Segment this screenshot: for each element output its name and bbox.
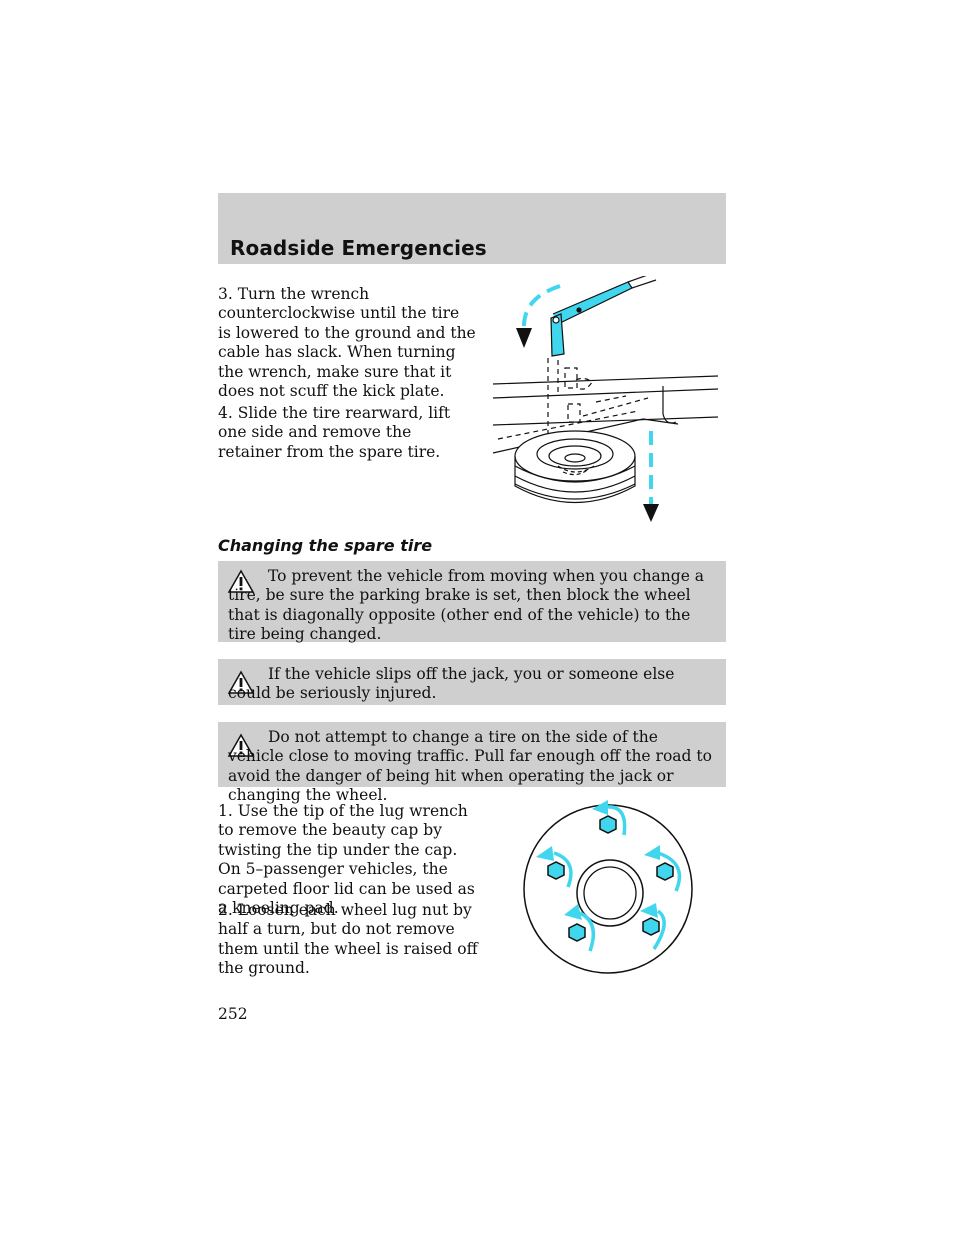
warning-text-3: Do not attempt to change a tire on the s… [228,728,712,805]
page-number: 252 [218,1005,248,1023]
warning-box-3: Do not attempt to change a tire on the s… [218,722,726,804]
wheel-lug-nuts-illustration [523,800,693,974]
step-2-text: 2. Loosen each wheel lug nut by half a t… [218,901,478,978]
step-1-text: 1. Use the tip of the lug wrench to remo… [218,802,475,918]
section-heading: Changing the spare tire [218,536,433,555]
spare-tire-lowering-illustration [492,276,719,522]
warning-triangle-icon [227,670,255,694]
step-3-text: 3. Turn the wrench counterclockwise unti… [218,285,476,401]
warning-box-1: To prevent the vehicle from moving when … [218,561,726,644]
warning-box-2: If the vehicle slips off the jack, you o… [218,659,726,705]
step-4-text: 4. Slide the tire rearward, lift one sid… [218,404,451,461]
warning-text-2: If the vehicle slips off the jack, you o… [228,665,675,703]
section-title: Roadside Emergencies [230,236,487,260]
warning-triangle-icon [227,733,255,757]
section-header-band [218,193,726,264]
warning-triangle-icon [227,569,255,593]
warning-text-1: To prevent the vehicle from moving when … [228,567,705,644]
